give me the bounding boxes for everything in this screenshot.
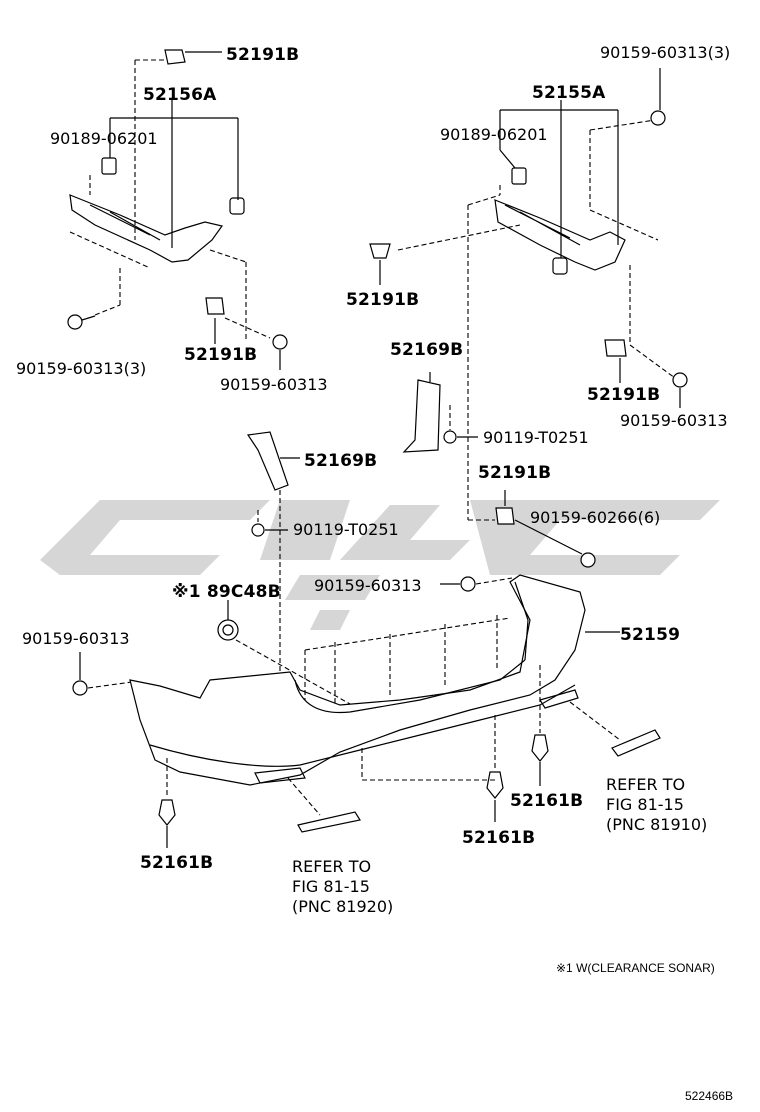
pin-icon: [158, 758, 176, 848]
pin-icon: [531, 705, 549, 786]
clip-icon: [164, 49, 222, 65]
right-stay-52169b: [402, 372, 441, 453]
label-52161b: 52161B: [140, 853, 213, 873]
clip-icon: [604, 339, 627, 383]
label-52169b: 52169B: [390, 340, 463, 360]
pin-icon: [361, 715, 504, 822]
diagram-code: 522466B: [685, 1089, 733, 1103]
label-90159-60313: 90159-60313: [220, 375, 328, 394]
clip-icon: [495, 490, 515, 525]
label-90119-t0251: 90119-T0251: [293, 520, 399, 539]
screw-icon: [650, 68, 666, 126]
bolt-icon: [443, 405, 478, 444]
screw-icon: [67, 314, 96, 330]
ref-left-line2: FIG 81-15: [292, 877, 370, 896]
ref-left-line3: (PNC 81920): [292, 897, 393, 916]
screw-icon: [672, 372, 688, 408]
screw-icon: [514, 519, 596, 568]
footnote: ※1 W(CLEARANCE SONAR): [556, 961, 715, 975]
right-bracket-52155a: [397, 100, 676, 521]
ref-left-line1: REFER TO: [292, 857, 371, 876]
screw-icon: [440, 576, 513, 592]
label-90159-60313: 90159-60313: [22, 629, 130, 648]
label-90159-60266-6: 90159-60266(6): [530, 508, 660, 527]
label-90189-06201: 90189-06201: [50, 129, 158, 148]
label-52155a: 52155A: [532, 83, 606, 103]
label-90159-60313: 90159-60313: [620, 411, 728, 430]
left-stay-52169b: [246, 431, 300, 491]
retainer-icon: [101, 157, 117, 175]
label-52191b: 52191B: [184, 345, 257, 365]
label-52191b: 52191B: [226, 45, 299, 65]
ref-right-line2: FIG 81-15: [606, 795, 684, 814]
label-90119-t0251: 90119-T0251: [483, 428, 589, 447]
label-90189-06201: 90189-06201: [440, 125, 548, 144]
left-bracket-52156a: [69, 59, 271, 340]
label-52159: 52159: [620, 625, 680, 645]
bumper-52159: [129, 574, 620, 786]
screw-icon: [272, 334, 288, 370]
label-52161b: 52161B: [510, 791, 583, 811]
watermark: [40, 500, 720, 630]
clip-icon: [369, 243, 391, 285]
label-52191b: 52191B: [587, 385, 660, 405]
clip-icon: [205, 297, 225, 344]
label-52161b: 52161B: [462, 828, 535, 848]
label-90159-60313-3: 90159-60313(3): [16, 359, 146, 378]
label-52191b: 52191B: [478, 463, 551, 483]
label-52169b: 52169B: [304, 451, 377, 471]
screw-icon: [72, 652, 133, 696]
reflector-right-icon: [569, 701, 661, 757]
label-52191b: 52191B: [346, 290, 419, 310]
ref-right-line3: (PNC 81910): [606, 815, 707, 834]
label-90159-60313: 90159-60313: [314, 576, 422, 595]
label-89c48b: ※1 89C48B: [172, 582, 281, 602]
bolt-icon: [251, 490, 288, 690]
label-90159-60313-3: 90159-60313(3): [600, 43, 730, 62]
reflector-left-icon: [287, 777, 361, 833]
retainer-icon: [499, 149, 527, 185]
ref-right-line1: REFER TO: [606, 775, 685, 794]
label-52156a: 52156A: [143, 85, 217, 105]
